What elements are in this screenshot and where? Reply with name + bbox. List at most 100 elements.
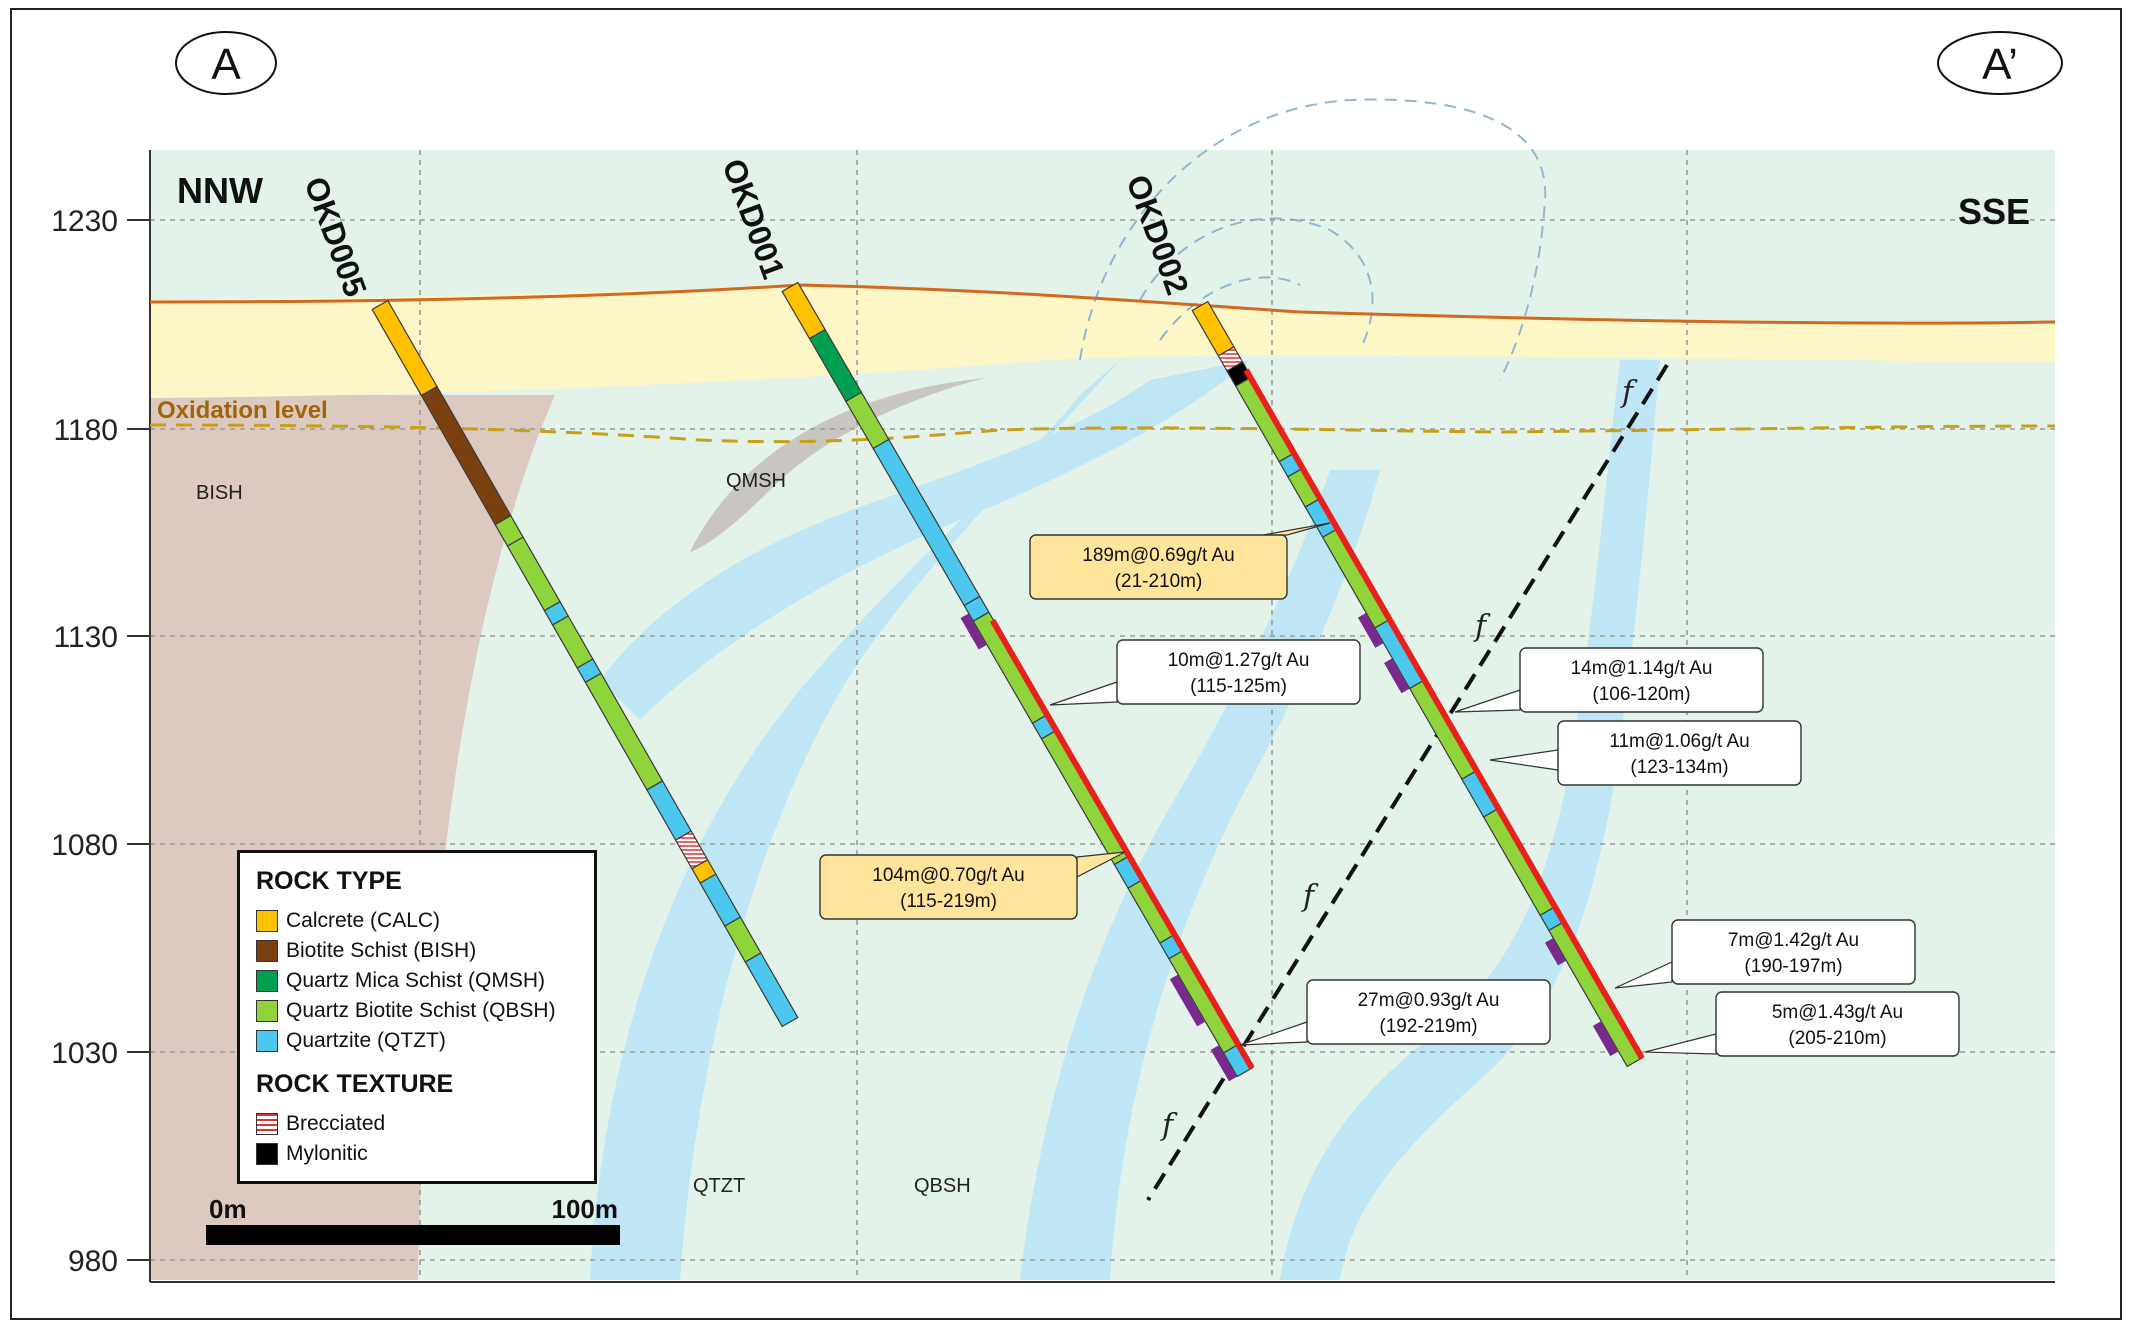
legend-swatch <box>256 1030 278 1052</box>
legend-rock-type-item: Biotite Schist (BISH) <box>256 936 578 966</box>
intercept-depth: (190-197m) <box>1744 956 1842 977</box>
scale-bar: 0m 100m <box>206 1194 620 1245</box>
drillhole-okd002 <box>1191 300 1645 1068</box>
fold-trace-lines <box>1079 98 1547 381</box>
intercept-depth: (205-210m) <box>1788 1028 1886 1049</box>
drillhole-okd001 <box>781 281 1255 1082</box>
legend-rock-type-item: Quartzite (QTZT) <box>256 1026 578 1056</box>
intercept-callout: 11m@1.06g/t Au (123-134m) <box>1489 720 1802 786</box>
legend-rock-type-label: Quartz Biotite Schist (QBSH) <box>286 999 556 1022</box>
direction-nnw: NNW <box>177 170 263 211</box>
legend-swatch <box>256 940 278 962</box>
axes <box>127 150 2055 1283</box>
section-corner-a-prime: A’ <box>1982 40 2018 89</box>
high-grade-interval <box>960 613 987 650</box>
intercept-grade: 11m@1.06g/t Au <box>1609 731 1749 752</box>
legend-rock-texture-item: Brecciated <box>256 1109 578 1139</box>
unit-label-bish: BISH <box>196 482 243 504</box>
section-corner-a-prime-ellipse <box>1937 31 2063 95</box>
drillhole-interval <box>744 952 799 1028</box>
intercept-depth: (115-125m) <box>1190 676 1287 697</box>
y-tick: 980 <box>68 1245 118 1278</box>
intercept-grade: 5m@1.43g/t Au <box>1772 1002 1903 1023</box>
legend-rock-type-label: Quartzite (QTZT) <box>286 1029 446 1052</box>
callout-box <box>1306 979 1551 1045</box>
quartzite-band-4 <box>600 360 1250 720</box>
intercept-grade: 189m@0.69g/t Au <box>1082 545 1234 566</box>
oxidation-label: Oxidation level <box>157 397 328 424</box>
intercept-grade: 104m@0.70g/t Au <box>872 865 1024 886</box>
intercept-depth: (106-120m) <box>1592 684 1690 705</box>
intercept-depth: (115-219m) <box>900 891 997 912</box>
y-tick: 1030 <box>51 1037 118 1070</box>
scale-bar-end: 100m <box>552 1194 619 1224</box>
callout-box <box>1671 919 1916 985</box>
y-tick: 1080 <box>51 829 118 862</box>
mineralised-zone <box>989 619 1255 1070</box>
intercept-callout: 27m@0.93g/t Au (192-219m) <box>1239 979 1551 1046</box>
legend-rock-texture-title: ROCK TEXTURE <box>256 1070 454 1098</box>
intercept-callout: 7m@1.42g/t Au (190-197m) <box>1614 919 1916 989</box>
legend-rock-type-label: Biotite Schist (BISH) <box>286 939 477 962</box>
legend: ROCK TYPE Calcrete (CALC) Biotite Schist … <box>237 850 597 1184</box>
intercept-callout: 10m@1.27g/t Au (115-125m) <box>1049 639 1361 706</box>
intercept-callout: 5m@1.43g/t Au (205-210m) <box>1644 991 1960 1057</box>
high-grade-interval <box>1384 658 1410 694</box>
callout-box <box>1715 991 1960 1057</box>
legend-rock-texture-label: Brecciated <box>286 1112 386 1135</box>
mineralised-zone <box>1243 368 1645 1060</box>
unit-label-qbsh: QBSH <box>914 1175 971 1197</box>
high-grade-interval <box>1545 938 1566 966</box>
y-tick: 1230 <box>51 205 118 238</box>
high-grade-interval <box>1169 974 1205 1027</box>
scale-bar-start: 0m <box>209 1194 247 1224</box>
callout-box <box>1029 534 1288 600</box>
intercept-grade: 14m@1.14g/t Au <box>1571 658 1713 679</box>
oxidation-level-line <box>149 423 2056 444</box>
section-corner-a: A <box>211 40 241 89</box>
direction-sse: SSE <box>1958 191 2030 232</box>
legend-rock-texture-item: Mylonitic <box>256 1139 578 1169</box>
intercept-depth: (123-134m) <box>1630 757 1728 778</box>
quartzite-band-1 <box>590 360 1120 1280</box>
legend-swatch <box>256 1143 278 1165</box>
intercept-depth: (21-210m) <box>1115 571 1203 592</box>
high-grade-interval <box>1210 1045 1237 1082</box>
legend-rock-type-item: Quartz Biotite Schist (QBSH) <box>256 996 578 1026</box>
legend-rock-texture-label: Mylonitic <box>286 1142 368 1165</box>
legend-rock-type-label: Calcrete (CALC) <box>286 909 441 932</box>
legend-swatch <box>256 910 278 932</box>
scale-bar-bar <box>206 1225 620 1245</box>
legend-rock-type-title: ROCK TYPE <box>256 867 402 895</box>
unit-label-qmsh: QMSH <box>726 470 786 492</box>
intercept-grade: 27m@0.93g/t Au <box>1358 990 1500 1011</box>
calcrete-zone <box>150 287 2055 398</box>
legend-rock-type-item: Calcrete (CALC) <box>256 906 578 936</box>
section-frame <box>10 8 2122 1320</box>
drillhole-interval <box>1548 920 1644 1068</box>
qmsh-lens <box>690 378 985 552</box>
high-grade-interval <box>1592 1021 1619 1057</box>
intercept-callout: 14m@1.14g/t Au (106-120m) <box>1454 647 1764 713</box>
quartzite-band-3 <box>1280 360 1660 1280</box>
unit-label-qtzt: QTZT <box>693 1175 745 1197</box>
intercept-callout: 104m@0.70g/t Au (115-219m) <box>819 851 1126 920</box>
surface-topography <box>149 283 2056 325</box>
intercept-callout: 189m@0.69g/t Au (21-210m) <box>1029 522 1331 600</box>
section-corner-a-ellipse <box>175 31 277 95</box>
drillhole-interval <box>1222 1043 1254 1078</box>
legend-rock-type-item: Quartz Mica Schist (QMSH) <box>256 966 578 996</box>
legend-swatch <box>256 970 278 992</box>
callout-box <box>1519 647 1764 713</box>
callout-box <box>1557 720 1802 786</box>
drillhole-okd005 <box>371 299 799 1028</box>
intercept-grade: 10m@1.27g/t Au <box>1168 650 1310 671</box>
intercept-grade: 7m@1.42g/t Au <box>1728 930 1859 951</box>
y-axis-ticks: 1230 1180 1130 1080 1030 980 <box>51 205 118 1278</box>
callout-box <box>1116 639 1361 705</box>
legend-swatch <box>256 1113 278 1135</box>
y-tick: 1180 <box>53 414 118 447</box>
y-tick: 1130 <box>53 621 118 654</box>
intercept-depth: (192-219m) <box>1379 1016 1477 1037</box>
legend-swatch <box>256 1000 278 1022</box>
